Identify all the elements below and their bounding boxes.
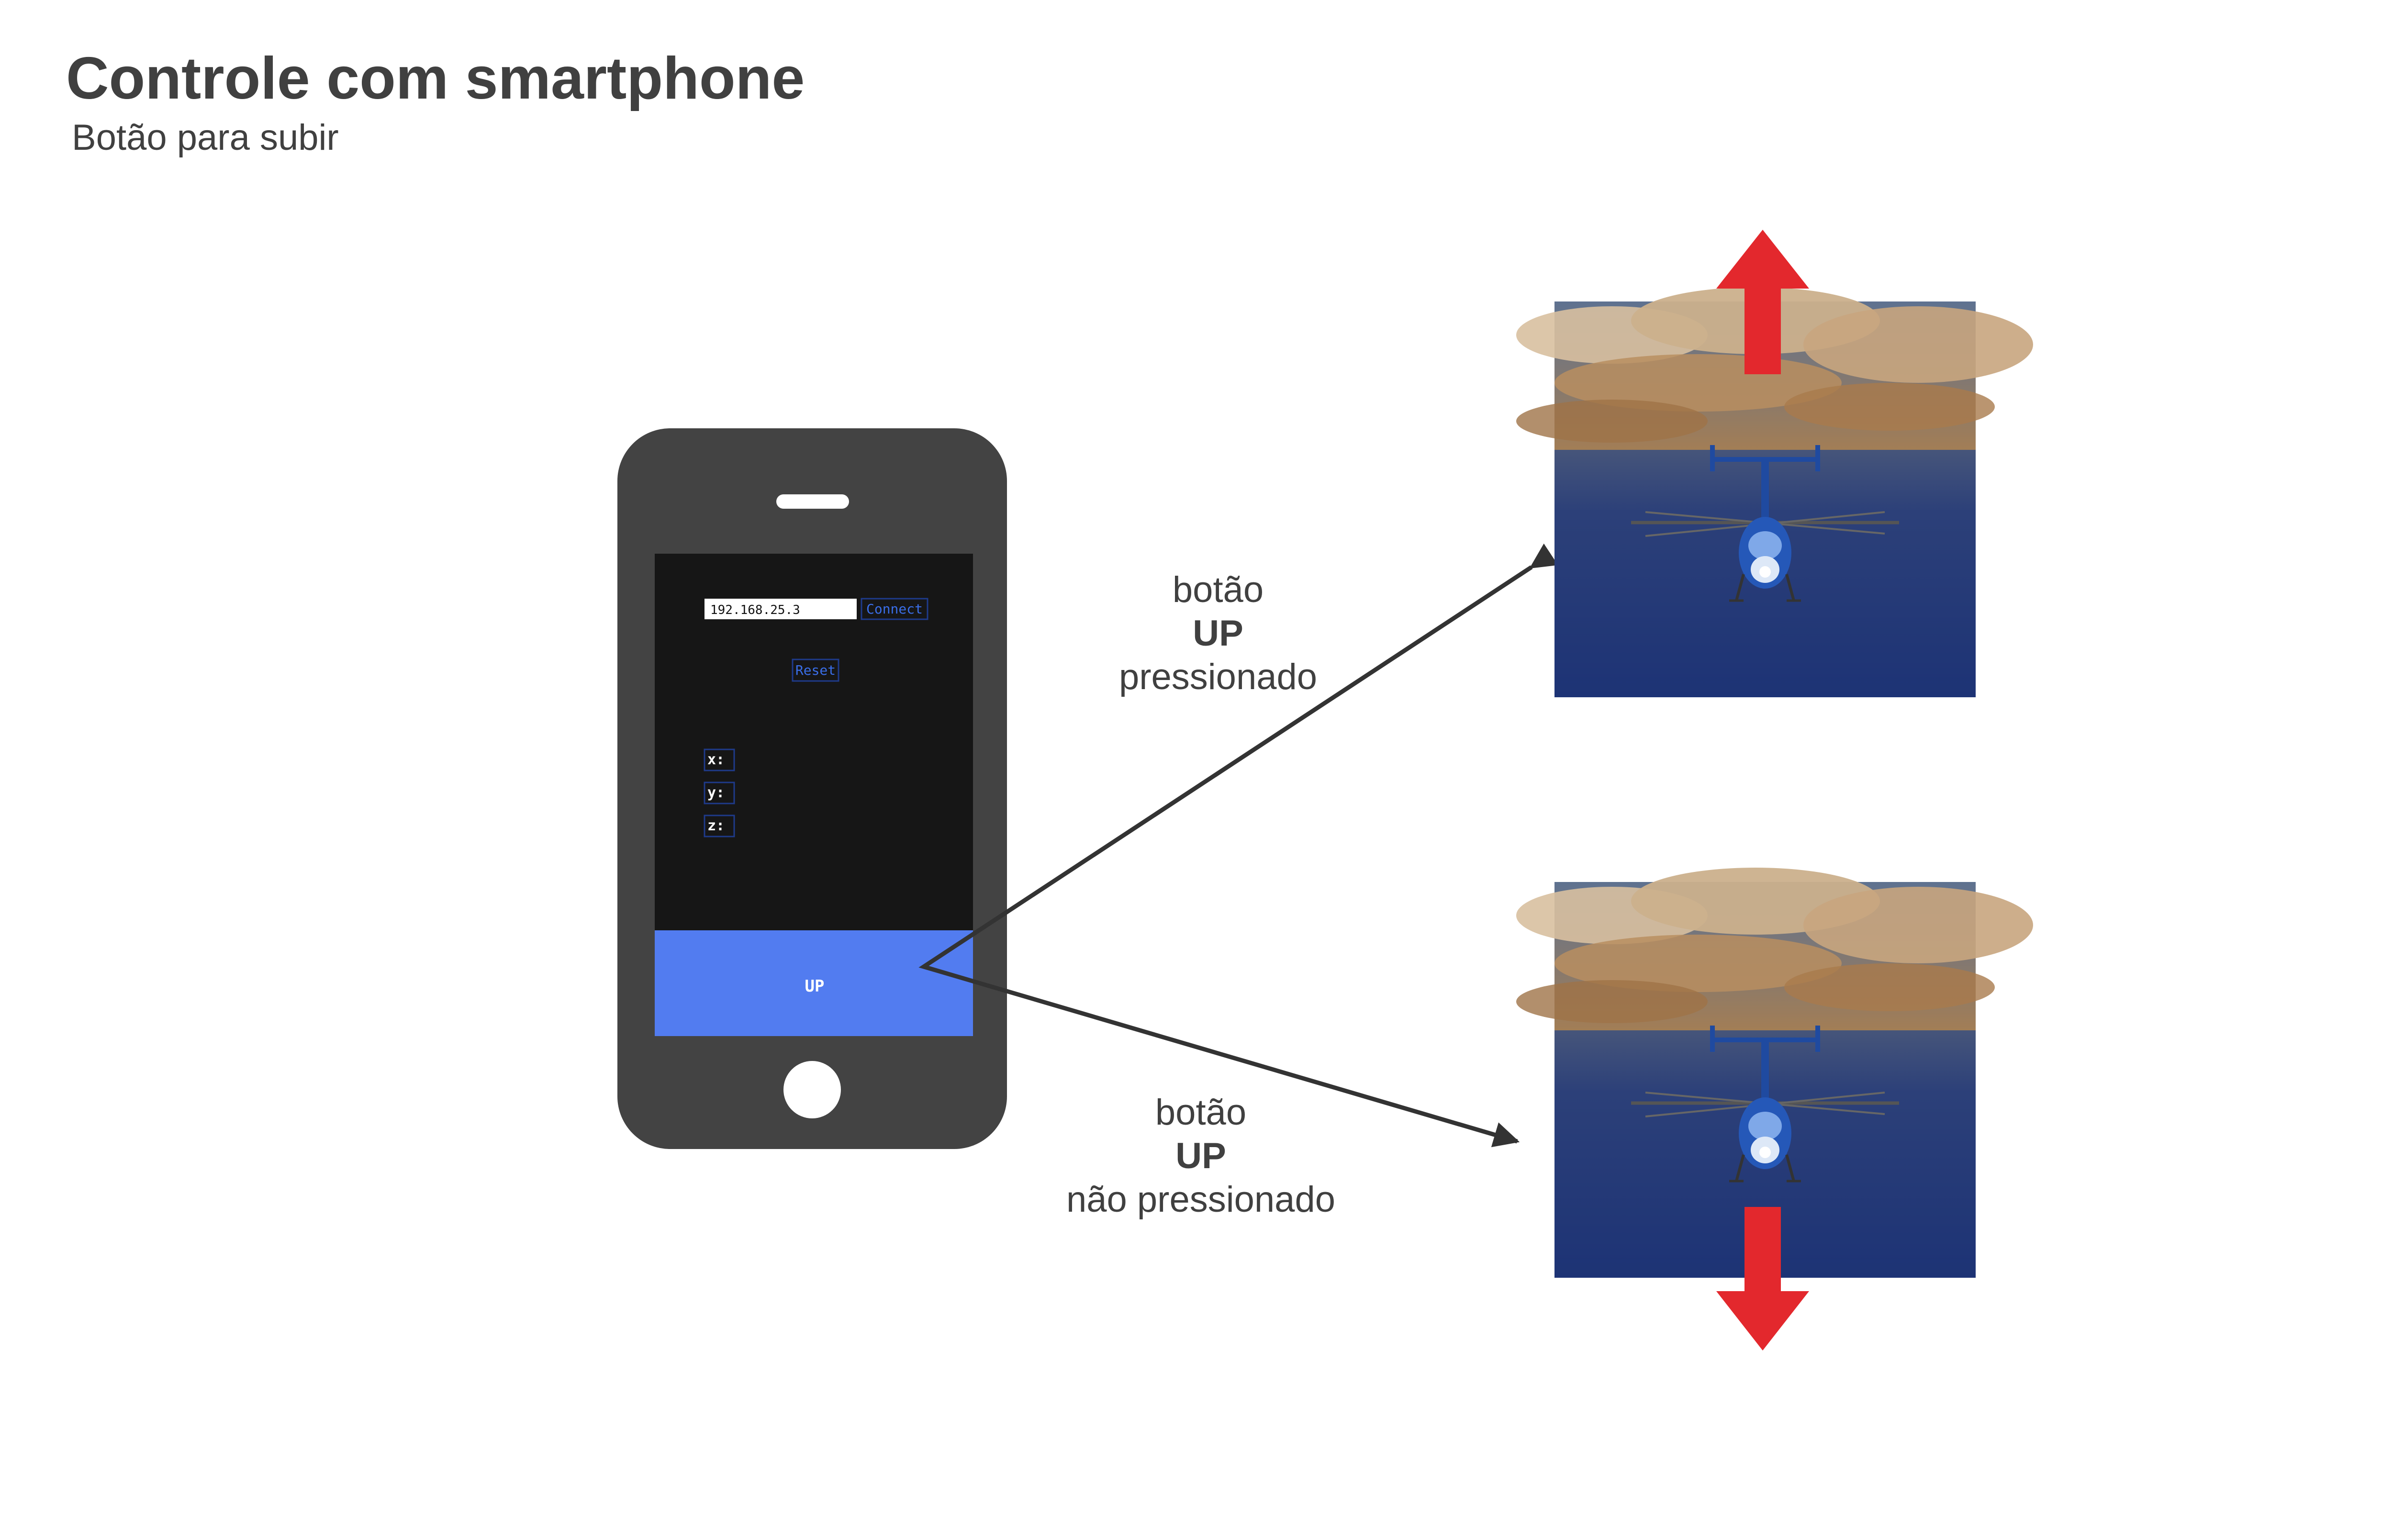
connectors [918,543,1558,1148]
y-readout-label: y: [707,784,725,801]
home-button [783,1061,841,1118]
up-arrow-icon [1716,230,1809,374]
connector-arrows [918,543,1558,1148]
page-title: Controle com smartphone [66,45,805,112]
reset-button[interactable] [792,658,839,682]
connect-button[interactable] [861,598,928,620]
not-pressed-label-line2: UP [1175,1136,1226,1176]
helicopter-ascending-image [1516,287,2033,697]
reset-button-label: Reset [795,662,836,678]
down-arrow-icon [1716,1207,1809,1350]
x-readout-label: x: [707,751,725,768]
pressed-label: botão UP pressionado [1119,569,1317,697]
phone-speaker [776,494,849,509]
page-subtitle: Botão para subir [72,117,339,158]
smartphone: 192.168.25.3 Connect Reset x: y: z: UP [617,428,1007,1149]
not-pressed-label-line1: botão [1155,1092,1246,1133]
not-pressed-label-line3: não pressionado [1066,1179,1335,1220]
not-pressed-label: botão UP não pressionado [1066,1092,1335,1220]
pressed-label-line1: botão [1173,569,1264,610]
z-readout-box [704,815,735,837]
z-readout-label: z: [707,817,725,834]
up-button-label: UP [805,977,825,996]
x-readout-box [704,748,735,771]
up-button[interactable] [655,930,973,1036]
ip-input[interactable] [704,599,857,619]
pressed-label-line2: UP [1193,613,1243,654]
y-readout-box [704,781,735,804]
ip-input-value: 192.168.25.3 [710,603,800,617]
connect-button-label: Connect [866,601,923,617]
pressed-label-line3: pressionado [1119,657,1317,697]
